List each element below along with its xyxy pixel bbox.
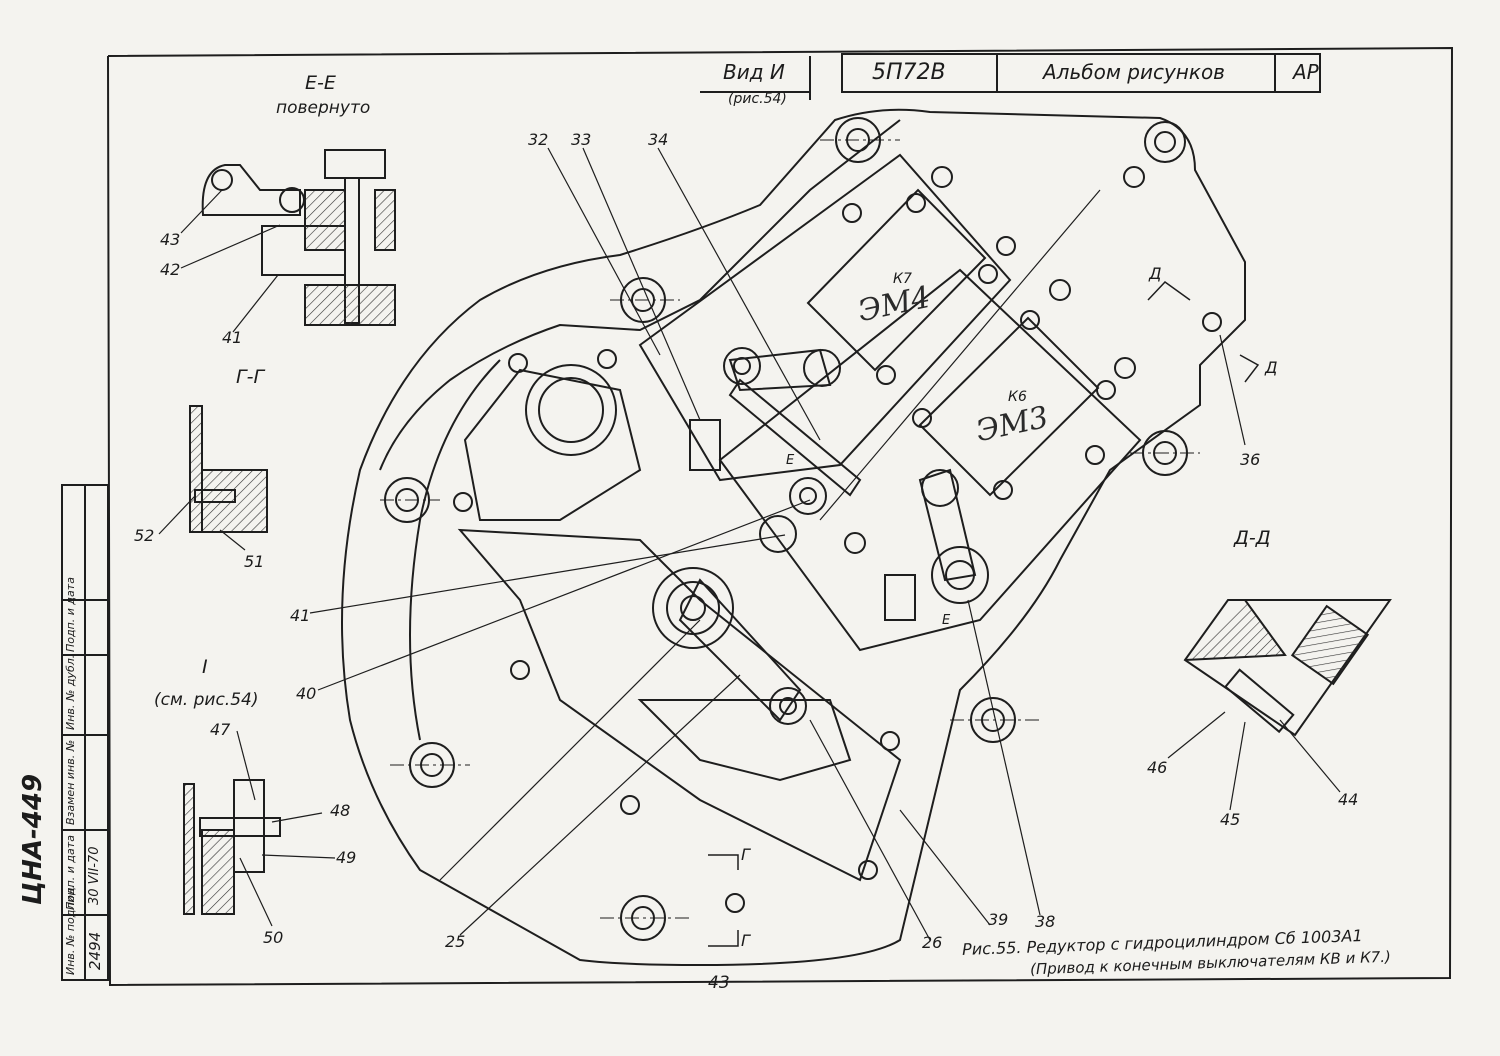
callout-40: 40 (296, 684, 317, 703)
marker-d-top: Д (1149, 264, 1162, 283)
callout-51: 51 (244, 552, 265, 571)
marker-e-upper: Е (786, 453, 795, 468)
callout-36: 36 (1240, 450, 1261, 469)
section-gg-title: Г-Г (236, 366, 265, 388)
section-i-reference: (см. рис.54) (154, 690, 259, 710)
callout-34: 34 (648, 130, 669, 149)
marker-e-lower: Е (942, 613, 951, 628)
stamp-col-sign2: Подп. и дата (64, 577, 77, 652)
stamp-col-dup: Инв. № дубл. (64, 654, 77, 730)
callout-46: 46 (1147, 758, 1168, 777)
view-label: Вид И (723, 60, 785, 84)
callout-44: 44 (1338, 790, 1359, 809)
section-ee-subtitle: повернуто (276, 98, 371, 118)
callout-50: 50 (263, 928, 284, 947)
housing-outline (341, 108, 1246, 967)
stamp-inv-value: 2494 (86, 931, 104, 970)
stamp-col-replaced: Взамен инв. № (64, 739, 77, 825)
section-dd-title: Д-Д (1234, 527, 1271, 549)
marker-g-top: Г (741, 845, 750, 864)
callout-42: 42 (160, 260, 181, 279)
callout-41-section: 41 (222, 328, 243, 347)
switch-k7-code: К7 (893, 271, 912, 287)
switch-k6-code: К6 (1008, 389, 1027, 405)
callout-39: 39 (988, 910, 1009, 929)
section-ee-title: Е-Е (305, 72, 336, 94)
callout-45: 45 (1220, 810, 1241, 829)
view-reference: (рис.54) (728, 91, 787, 107)
callout-52: 52 (134, 526, 155, 545)
switch-k6-body (918, 316, 1100, 497)
callout-43: 43 (160, 230, 181, 249)
callout-33: 33 (571, 130, 592, 149)
callout-41: 41 (290, 606, 311, 625)
marker-g-bottom: Г (741, 931, 750, 950)
album-code: АР (1293, 60, 1319, 84)
callout-32: 32 (528, 130, 549, 149)
callout-49: 49 (336, 848, 357, 867)
callout-26: 26 (922, 933, 943, 952)
stamp-col-sign: Подп. и дата (64, 835, 77, 910)
archive-number: ЦНА-449 (18, 773, 48, 905)
model-number: 5П72В (872, 60, 946, 85)
section-i-title: I (202, 656, 208, 678)
callout-38: 38 (1035, 912, 1056, 931)
page-number: 43 (708, 973, 730, 993)
callout-48: 48 (330, 801, 351, 820)
switch-k7-body (806, 188, 987, 372)
frame-border (107, 46, 1454, 987)
callout-25: 25 (445, 932, 466, 951)
marker-d-side: Д (1265, 358, 1278, 377)
title-block (841, 53, 1321, 93)
album-title: Альбом рисунков (1043, 60, 1225, 84)
stamp-date-value: 30 VII-70 (87, 846, 102, 905)
callout-47: 47 (210, 720, 231, 739)
